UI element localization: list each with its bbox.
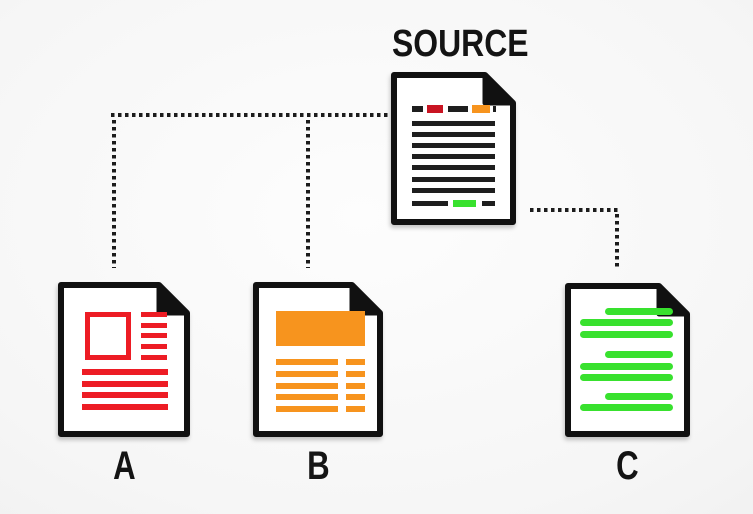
source-label-text: SOURCE: [392, 23, 529, 65]
document-c-label: C: [565, 446, 690, 486]
connector-source-branch: [111, 113, 389, 117]
document-a-label-text: A: [112, 444, 136, 488]
document-b-label: B: [253, 446, 383, 486]
document-c-icon: [565, 283, 690, 437]
source-document-icon: [391, 72, 516, 225]
connector-source-to-b: [306, 120, 310, 268]
source-label: SOURCE: [379, 25, 529, 63]
connector-source-to-c: [615, 214, 619, 268]
connector-source-right: [530, 208, 619, 212]
document-a-label: A: [58, 446, 190, 486]
document-b-label-text: B: [306, 444, 330, 488]
connector-source-to-a: [112, 120, 116, 268]
document-b-icon: [253, 282, 383, 437]
document-a-icon: [58, 282, 190, 437]
document-c-label-text: C: [616, 444, 639, 488]
